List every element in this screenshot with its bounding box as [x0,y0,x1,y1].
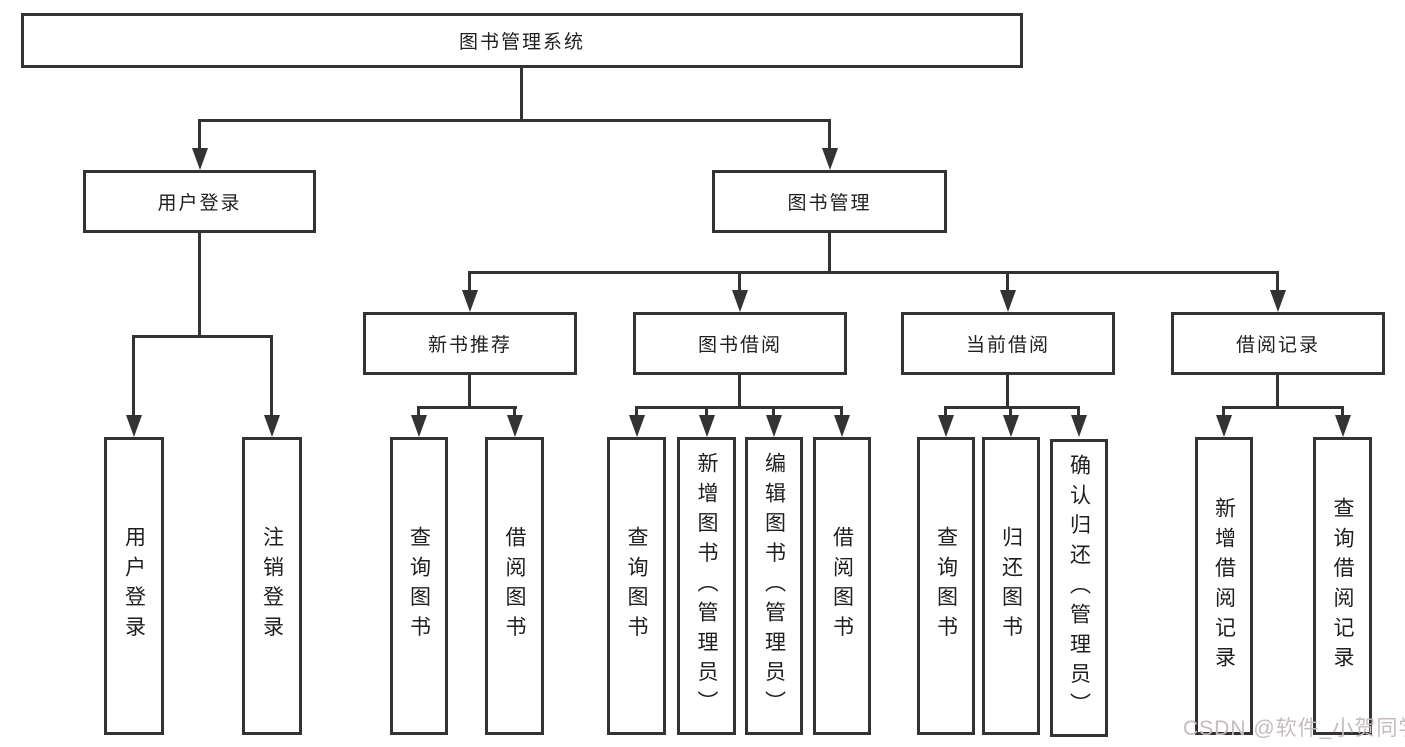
connector-leaf-drop [1222,406,1225,415]
connector-leaf-drop [1009,406,1012,415]
node-leaf-return-book: 归还图书 [982,437,1040,735]
arrowhead-leaf-logout [264,415,280,437]
connector-borrow-records-stem [1276,375,1279,407]
arrowhead-leaf-query-book-2 [629,415,645,437]
node-leaf-query-book-1-label: 查询图书 [407,526,431,646]
node-leaf-query-record-label: 查询借阅记录 [1331,496,1354,676]
node-leaf-user-login-label: 用户登录 [122,526,146,646]
connector-borrow-records-rail [1222,406,1344,409]
connector-leaf-drop [840,406,843,415]
connector-level3-rail [468,271,1279,274]
connector-current-borrow-rail [944,406,1080,409]
arrowhead-leaf-return-book [1003,415,1019,437]
connector-level2-rail [198,119,831,122]
arrowhead-leaf-add-book [699,415,715,437]
node-user-login-label: 用户登录 [157,193,242,214]
node-book-borrow: 图书借阅 [633,312,847,375]
arrowhead-user-login [192,148,208,170]
connector-root-stem [520,68,523,120]
connector-user-login-rail [132,335,273,338]
node-leaf-edit-book: 编辑图书（管理员） [745,437,803,735]
node-leaf-add-record: 新增借阅记录 [1195,437,1253,735]
arrowhead-book-borrow [732,290,748,312]
node-leaf-borrow-book-1-label: 借阅图书 [503,526,526,646]
node-leaf-query-book-2: 查询图书 [607,437,666,735]
connector-new-book-rec-stem [468,375,471,407]
connector-current-borrow-drop [1006,271,1009,292]
csdn-watermark: CSDN @软件_小贺同学 [1183,717,1405,740]
node-leaf-query-book-3-label: 查询图书 [934,526,958,646]
arrowhead-leaf-confirm-return [1071,415,1087,437]
arrowhead-current-borrow [1000,290,1016,312]
connector-leaf-logout-drop [270,335,273,415]
node-leaf-query-book-1: 查询图书 [390,437,448,735]
node-leaf-add-book-label: 新增图书（管理员） [695,451,718,721]
node-leaf-query-book-2-label: 查询图书 [625,526,648,646]
connector-new-book-rec-drop [468,271,471,292]
arrowhead-book-mgmt [822,148,838,170]
node-leaf-borrow-book-2: 借阅图书 [813,437,871,735]
node-book-mgmt-label: 图书管理 [787,193,872,214]
arrowhead-leaf-borrow-book-1 [507,415,523,437]
node-leaf-borrow-book-1: 借阅图书 [485,437,544,735]
node-user-login: 用户登录 [83,170,316,233]
connector-leaf-drop [1077,406,1080,415]
connector-book-borrow-stem [738,375,741,407]
node-leaf-logout: 注销登录 [242,437,302,735]
connector-book-borrow-drop [738,271,741,292]
node-leaf-add-book: 新增图书（管理员） [677,437,736,735]
node-leaf-confirm-return: 确认归还（管理员） [1050,439,1108,737]
arrowhead-leaf-add-record [1216,415,1232,437]
arrowhead-leaf-borrow-book-2 [834,415,850,437]
connector-leaf-drop [944,406,947,415]
node-current-borrow: 当前借阅 [901,312,1115,375]
arrowhead-leaf-user-login [126,415,142,437]
connector-leaf-drop [417,406,420,415]
connector-user-login-drop [198,120,201,148]
connector-leaf-drop [772,406,775,415]
connector-book-mgmt-drop [828,120,831,148]
node-root: 图书管理系统 [21,13,1023,68]
connector-leaf-drop [1341,406,1344,415]
node-new-book-rec: 新书推荐 [363,312,577,375]
arrowhead-leaf-query-book-3 [938,415,954,437]
connector-user-login-stem [198,233,201,336]
node-root-label: 图书管理系统 [458,32,585,53]
arrowhead-leaf-query-book-1 [411,415,427,437]
connector-current-borrow-stem [1006,375,1009,407]
connector-book-mgmt-stem [828,233,831,272]
connector-leaf-user-login-drop [132,335,135,415]
arrowhead-borrow-records [1270,290,1286,312]
node-leaf-borrow-book-2-label: 借阅图书 [830,526,854,646]
connector-leaf-drop [635,406,638,415]
connector-borrow-records-drop [1276,271,1279,292]
node-leaf-edit-book-label: 编辑图书（管理员） [762,451,786,721]
connector-leaf-drop [705,406,708,415]
node-borrow-records: 借阅记录 [1171,312,1385,375]
node-new-book-rec-label: 新书推荐 [427,335,512,356]
node-book-mgmt: 图书管理 [712,170,947,233]
arrowhead-leaf-edit-book [766,415,782,437]
node-borrow-records-label: 借阅记录 [1235,335,1320,356]
node-current-borrow-label: 当前借阅 [965,335,1050,356]
node-leaf-add-record-label: 新增借阅记录 [1212,496,1236,676]
arrowhead-leaf-query-record [1335,415,1351,437]
node-book-borrow-label: 图书借阅 [697,335,782,356]
node-leaf-query-record: 查询借阅记录 [1313,437,1372,735]
arrowhead-new-book-rec [462,290,478,312]
node-leaf-return-book-label: 归还图书 [999,526,1023,646]
connector-new-book-rec-rail [417,406,517,409]
node-leaf-user-login: 用户登录 [104,437,164,735]
node-leaf-confirm-return-label: 确认归还（管理员） [1067,453,1091,723]
connector-leaf-drop [513,406,516,415]
node-leaf-query-book-3: 查询图书 [917,437,975,735]
node-leaf-logout-label: 注销登录 [260,526,284,646]
connector-book-borrow-rail [635,406,843,409]
